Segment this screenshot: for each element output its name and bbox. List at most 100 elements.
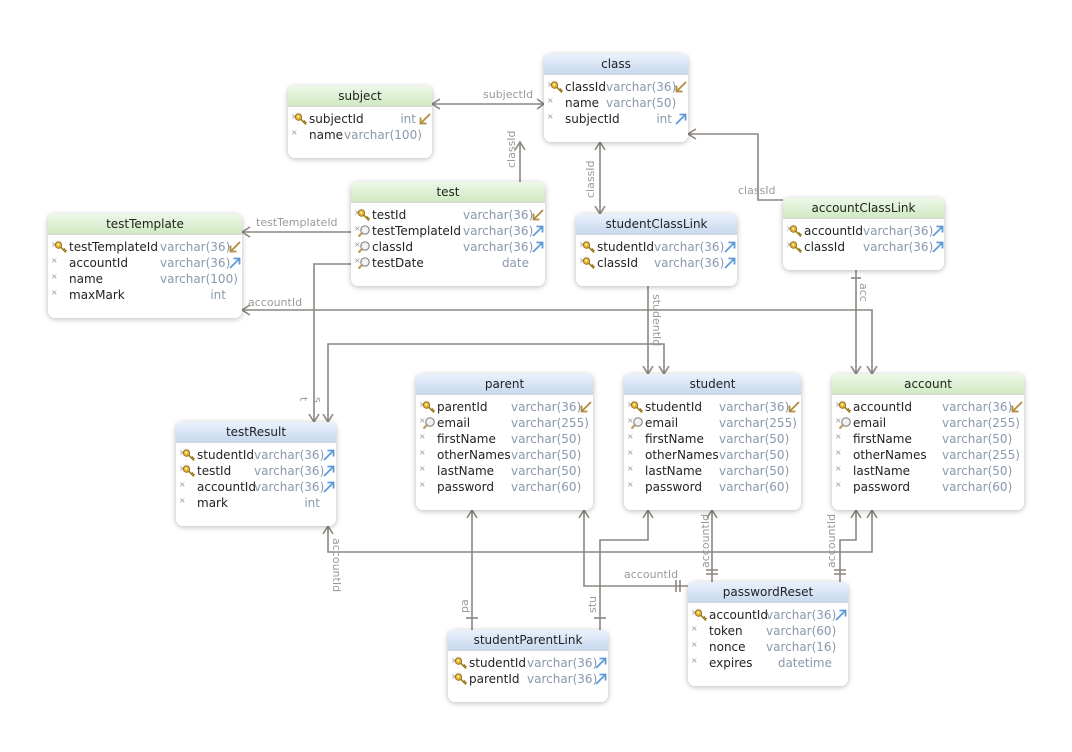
null-marker: × [179, 480, 186, 489]
arrowhead [594, 140, 606, 151]
column-type: varchar(36) [463, 224, 534, 238]
key-icon [582, 256, 596, 270]
column-row[interactable]: × lastName varchar(50) [624, 463, 801, 479]
key-icon [182, 464, 196, 478]
link-label-t-testresult: t [297, 397, 310, 402]
column-name: name [309, 128, 344, 142]
key-icon [630, 400, 644, 414]
primary-key-arrow-icon [228, 240, 242, 254]
column-type: int [304, 496, 320, 510]
null-marker: × [627, 448, 634, 457]
column-name: classId [597, 256, 638, 270]
index-icon [838, 416, 852, 430]
key-icon [454, 672, 468, 686]
column-type: varchar(60) [942, 480, 1013, 494]
foreign-key-arrow-icon [723, 240, 737, 254]
link-label-accountid-passwordreset: accountId [624, 568, 679, 581]
null-marker: × [419, 464, 426, 473]
column-name: classId [372, 240, 413, 254]
null-marker: × [354, 256, 361, 265]
key-icon [789, 224, 803, 238]
column-type: varchar(50) [719, 464, 790, 478]
link-label-accountid-testtemplate: accountId [248, 296, 303, 309]
column-type: varchar(36) [719, 400, 790, 414]
column-name: accountId [804, 224, 863, 238]
column-name: token [709, 624, 743, 638]
null-marker: × [354, 224, 361, 233]
column-type: varchar(255) [942, 416, 1020, 430]
null-marker: × [579, 240, 586, 249]
column-name: parentId [437, 400, 488, 414]
null-marker: × [51, 272, 58, 281]
null-marker: × [291, 112, 298, 121]
null-marker: × [354, 208, 361, 217]
foreign-key-arrow-icon [531, 240, 545, 254]
column-name: nonce [709, 640, 746, 654]
column-name: otherNames [437, 448, 511, 462]
null-marker: × [627, 464, 634, 473]
column-name: lastName [645, 464, 703, 478]
null-marker: × [451, 656, 458, 665]
foreign-key-arrow-icon [322, 448, 336, 462]
null-marker: × [419, 400, 426, 409]
